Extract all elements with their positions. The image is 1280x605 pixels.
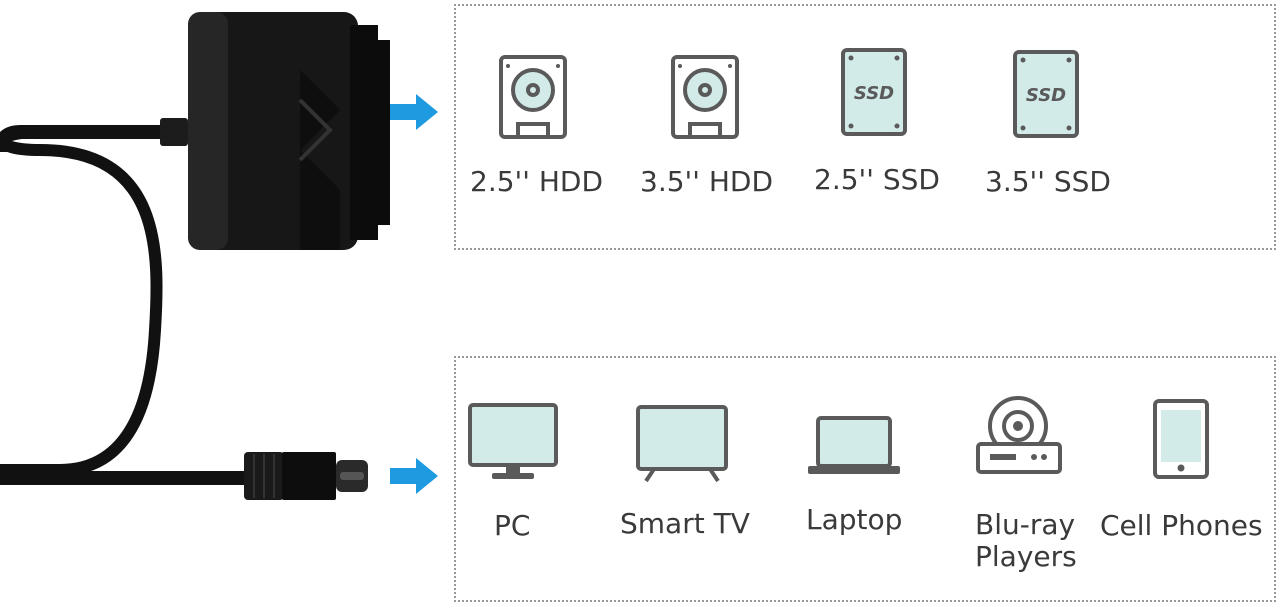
- drive-label: 2.5'' HDD: [470, 165, 603, 198]
- arrow-right-icon-drives: [390, 94, 438, 130]
- device-label: Smart TV: [620, 507, 750, 540]
- drive-label: 3.5'' HDD: [640, 165, 773, 198]
- phone-icon: [1153, 399, 1209, 479]
- drive-label: 2.5'' SSD: [814, 163, 940, 196]
- tv-icon: [636, 405, 728, 483]
- drive-label: 3.5'' SSD: [985, 165, 1111, 198]
- device-label: PC: [494, 509, 531, 542]
- device-label: Laptop: [806, 503, 903, 536]
- arrow-right-icon-devices: [390, 458, 438, 494]
- compatible-devices-panel: [454, 356, 1276, 602]
- bluray-player-icon: [976, 396, 1062, 474]
- sata-connector: [350, 25, 390, 240]
- laptop-icon: [808, 416, 900, 474]
- ssd-icon: SSD: [841, 48, 907, 136]
- monitor-icon: [468, 403, 558, 479]
- ssd-icon-text: SSD: [854, 83, 894, 104]
- sata-usbc-adapter-illustration: [0, 12, 390, 500]
- usbc-plug-body: [282, 452, 336, 500]
- device-label: Blu-ray Players: [975, 508, 1077, 573]
- hdd-icon: [499, 55, 567, 139]
- cable-strain-relief: [160, 118, 188, 146]
- compatible-drives-panel: [454, 4, 1276, 250]
- ssd-icon: SSD: [1013, 50, 1079, 138]
- device-label: Cell Phones: [1100, 509, 1263, 542]
- hdd-icon: [671, 55, 739, 139]
- ssd-icon-text: SSD: [1026, 85, 1066, 106]
